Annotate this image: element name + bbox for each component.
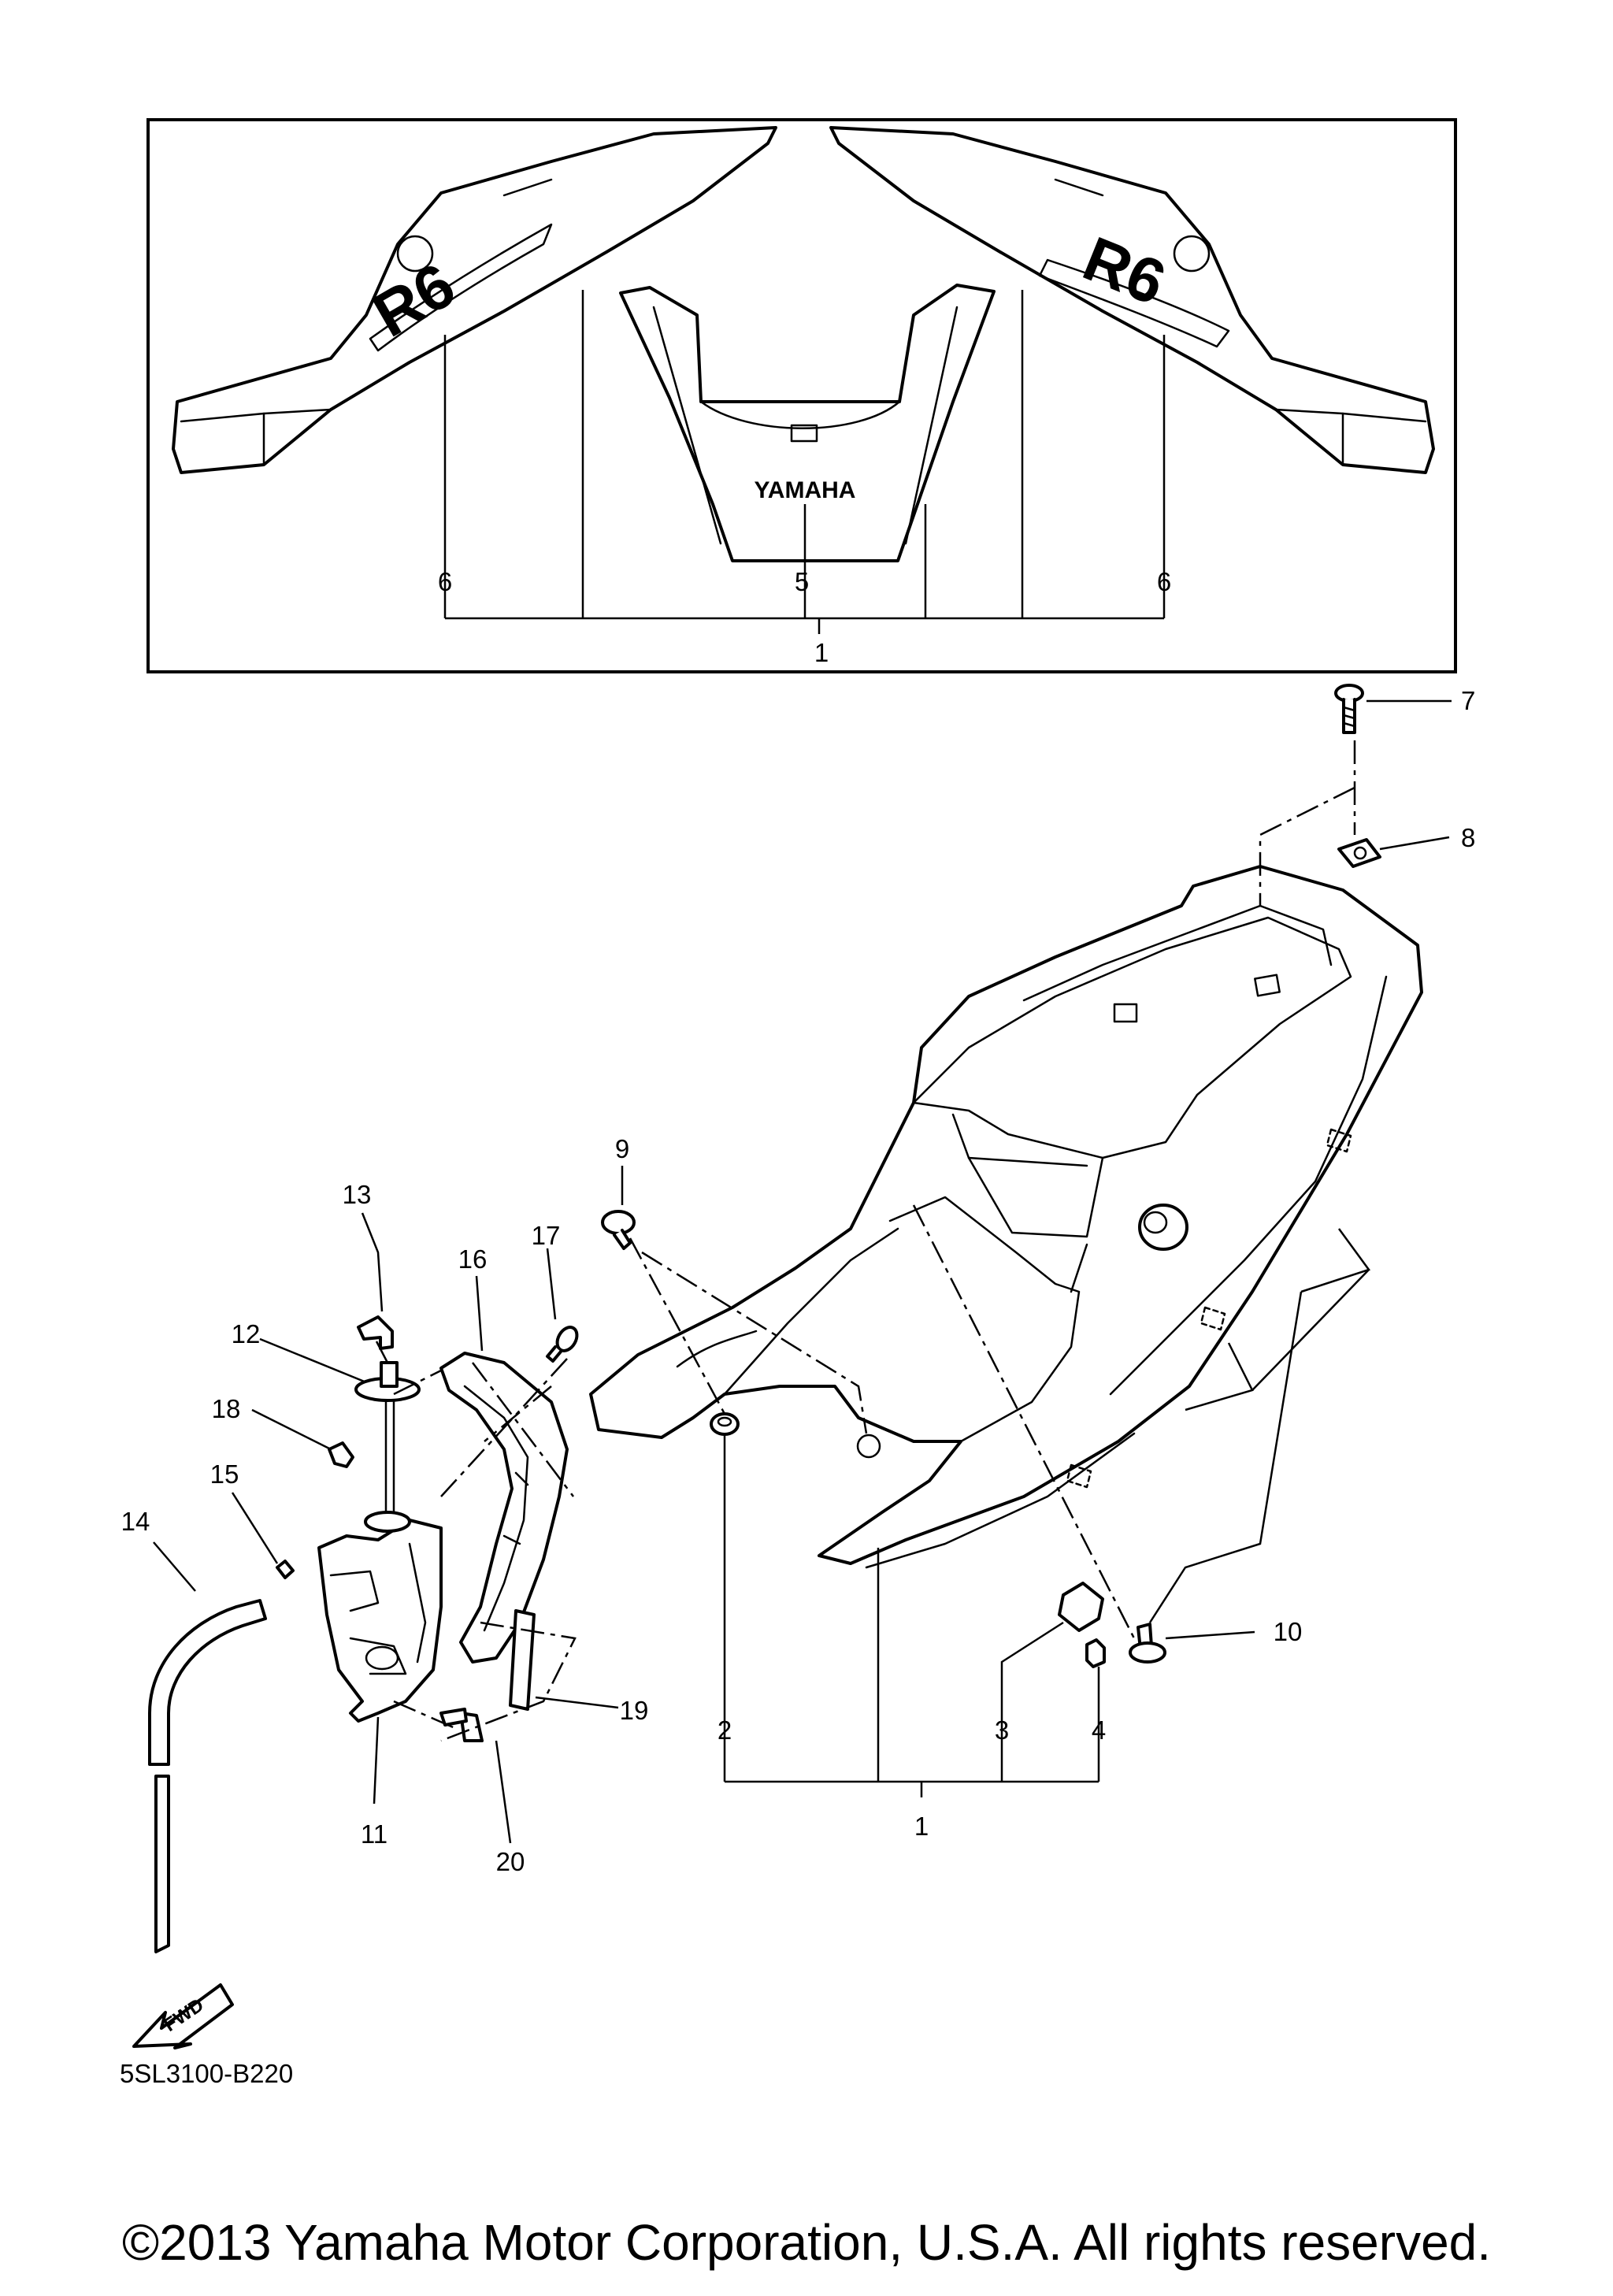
callout-14: 14 [121, 1507, 150, 1536]
callout-9: 9 [615, 1134, 629, 1163]
callout-11: 11 [361, 1819, 387, 1849]
tail-cowl-assembly [589, 865, 1423, 1569]
callout-19: 19 [620, 1696, 649, 1725]
tank-11 [317, 1519, 443, 1723]
plate-19 [509, 1609, 536, 1711]
inset-frame [146, 118, 1457, 673]
forward-direction-arrow-icon: FWD [132, 1983, 234, 2049]
callout-12: 12 [232, 1319, 261, 1348]
callout-10: 10 [1274, 1617, 1303, 1646]
callout-15: 15 [210, 1460, 239, 1489]
right-side-decal: R6 [829, 126, 1435, 474]
main-leaders [153, 699, 1452, 1844]
fastener-10 [1129, 1623, 1166, 1664]
cap-12 [354, 1361, 421, 1533]
callout-13: 13 [343, 1180, 372, 1209]
callout-17: 17 [532, 1221, 561, 1250]
callout-18: 18 [212, 1394, 241, 1423]
inset-leaders [443, 290, 1166, 634]
tail-center-decal: YAMAHA [619, 284, 996, 562]
callout-3: 3 [995, 1716, 1009, 1745]
callout-20: 20 [496, 1847, 525, 1876]
screw-7 [1334, 684, 1364, 734]
inset-callout-5: 5 [795, 567, 809, 596]
callout-7: 7 [1461, 686, 1475, 715]
screw-17 [546, 1326, 579, 1363]
clip-15 [276, 1560, 295, 1579]
clip-18 [328, 1441, 354, 1468]
callout-1: 1 [914, 1812, 929, 1841]
nut-8 [1337, 838, 1381, 868]
elbow-13 [357, 1315, 394, 1350]
copyright-notice: ©2013 Yamaha Motor Corporation, U.S.A. A… [121, 2214, 1492, 2271]
inset-callout-1: 1 [814, 638, 829, 667]
bracket-16 [439, 1352, 569, 1664]
callout-4: 4 [1092, 1716, 1106, 1745]
rivet-9 [601, 1210, 636, 1250]
inset-callout-6-left: 6 [438, 567, 452, 596]
damper-3 [1058, 1582, 1104, 1632]
callout-2: 2 [718, 1716, 732, 1745]
tail-decal-brand-text: YAMAHA [755, 477, 856, 503]
callout-8: 8 [1461, 823, 1475, 852]
nut-4 [1085, 1638, 1106, 1668]
grommet-2 [710, 1412, 740, 1436]
hose-14 [148, 1599, 267, 1953]
inset-callout-6-right: 6 [1157, 567, 1171, 596]
callout-16: 16 [458, 1244, 488, 1274]
drawing-code: 5SL3100-B220 [120, 2059, 294, 2088]
